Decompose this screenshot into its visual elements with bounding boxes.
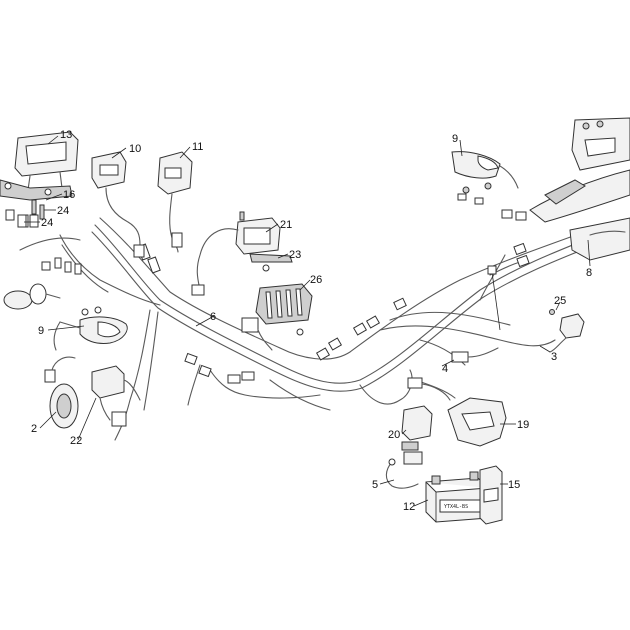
fasteners-left (5, 199, 45, 228)
left-handlebar-switch (91, 151, 145, 258)
flasher-relay (91, 365, 141, 427)
ignition-coil (191, 211, 293, 296)
battery-strap (479, 465, 503, 525)
front-turn-signal-left (53, 316, 128, 351)
instrument-cluster (0, 131, 79, 201)
battery-model-label: YTX4L-BS (444, 504, 468, 510)
callout-4: 4 (442, 363, 448, 375)
harness-connectors (19, 214, 530, 384)
callout-25: 25 (554, 295, 566, 307)
callout-23: 23 (289, 249, 301, 261)
callout-19: 19 (517, 419, 529, 431)
sensor-part-25 (549, 309, 585, 353)
callout-12: 12 (403, 501, 415, 513)
callout-16: 16 (63, 189, 75, 201)
battery-box-cover (447, 397, 507, 447)
connector-part-4 (451, 347, 499, 363)
callout-10: 10 (129, 143, 141, 155)
rear-turn-signal-right (451, 151, 527, 221)
leader-lines (24, 135, 591, 507)
callout-numbers: 13 10 11 16 24 24 21 23 26 9 9 6 2 22 8 … (31, 129, 592, 513)
horn (44, 356, 79, 429)
callout-22: 22 (70, 435, 82, 447)
callout-6: 6 (210, 311, 216, 323)
callout-20: 20 (388, 429, 400, 441)
voltage-regulator (241, 283, 313, 351)
callout-15: 15 (508, 479, 520, 491)
callout-21: 21 (280, 219, 292, 231)
callout-9-rear: 9 (452, 133, 458, 145)
callout-5: 5 (372, 479, 378, 491)
battery: YTX4L-BS (425, 471, 489, 523)
callout-13: 13 (60, 129, 72, 141)
callout-26: 26 (310, 274, 322, 286)
fuse-cable (385, 458, 419, 489)
headlight-socket (3, 283, 102, 316)
callout-24-lower: 24 (41, 217, 53, 229)
callout-2: 2 (31, 423, 37, 435)
callout-3: 3 (551, 351, 557, 363)
starter-relay (401, 377, 451, 465)
callout-9-front: 9 (38, 325, 44, 337)
callout-11: 11 (192, 141, 203, 153)
callout-24-upper: 24 (57, 205, 69, 217)
callout-8: 8 (586, 267, 592, 279)
right-handlebar-switch (157, 151, 193, 253)
cable-tie (487, 265, 501, 331)
tail-light-assembly (529, 117, 630, 261)
